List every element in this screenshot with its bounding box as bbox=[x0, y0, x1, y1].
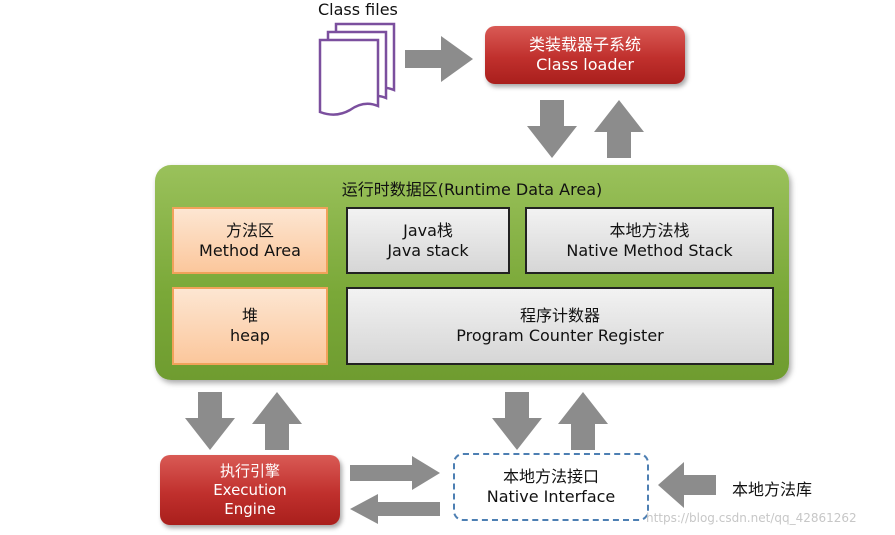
heap-box: 堆 heap bbox=[172, 287, 328, 365]
execution-engine-en-1: Execution bbox=[213, 480, 287, 499]
left-arrow-icon bbox=[350, 494, 440, 524]
down-arrow-icon bbox=[185, 392, 235, 450]
left-arrow-icon bbox=[658, 462, 716, 508]
up-arrow-icon bbox=[594, 100, 644, 158]
class-loader-cn: 类装载器子系统 bbox=[528, 35, 641, 54]
native-method-stack-box: 本地方法栈 Native Method Stack bbox=[525, 207, 774, 274]
java-stack-cn: Java栈 bbox=[403, 220, 453, 240]
class-loader-box: 类装载器子系统 Class loader bbox=[485, 26, 685, 84]
execution-engine-cn: 执行引擎 bbox=[219, 461, 280, 480]
down-arrow-icon bbox=[527, 100, 577, 158]
native-library-label: 本地方法库 bbox=[732, 480, 813, 499]
right-arrow-icon bbox=[350, 456, 440, 490]
class-loader-en: Class loader bbox=[536, 55, 634, 74]
native-interface-cn: 本地方法接口 bbox=[502, 467, 599, 486]
document-page bbox=[318, 22, 396, 116]
program-counter-en: Program Counter Register bbox=[456, 326, 664, 345]
right-arrow-icon bbox=[405, 36, 473, 82]
up-arrow-icon bbox=[252, 392, 302, 450]
watermark: https://blog.csdn.net/qq_42861262 bbox=[646, 511, 857, 525]
method-area-box: 方法区 Method Area bbox=[172, 207, 328, 274]
native-method-stack-en: Native Method Stack bbox=[566, 240, 733, 260]
program-counter-cn: 程序计数器 bbox=[519, 306, 600, 325]
java-stack-box: Java栈 Java stack bbox=[346, 207, 510, 274]
java-stack-en: Java stack bbox=[387, 240, 469, 260]
execution-engine-en-2: Engine bbox=[224, 499, 276, 518]
class-files-label: Class files bbox=[318, 0, 398, 19]
program-counter-register-box: 程序计数器 Program Counter Register bbox=[346, 287, 774, 365]
runtime-data-area-title: 运行时数据区(Runtime Data Area) bbox=[341, 180, 603, 199]
class-files-icon bbox=[318, 22, 396, 116]
native-method-stack-cn: 本地方法栈 bbox=[609, 220, 690, 240]
method-area-en: Method Area bbox=[199, 240, 301, 260]
down-arrow-icon bbox=[492, 392, 542, 450]
heap-en: heap bbox=[230, 326, 270, 345]
heap-cn: 堆 bbox=[241, 306, 258, 325]
execution-engine-box: 执行引擎 Execution Engine bbox=[160, 455, 340, 525]
native-interface-en: Native Interface bbox=[486, 487, 616, 506]
method-area-cn: 方法区 bbox=[225, 220, 274, 240]
native-interface-box: 本地方法接口 Native Interface bbox=[453, 453, 649, 521]
up-arrow-icon bbox=[558, 392, 608, 450]
